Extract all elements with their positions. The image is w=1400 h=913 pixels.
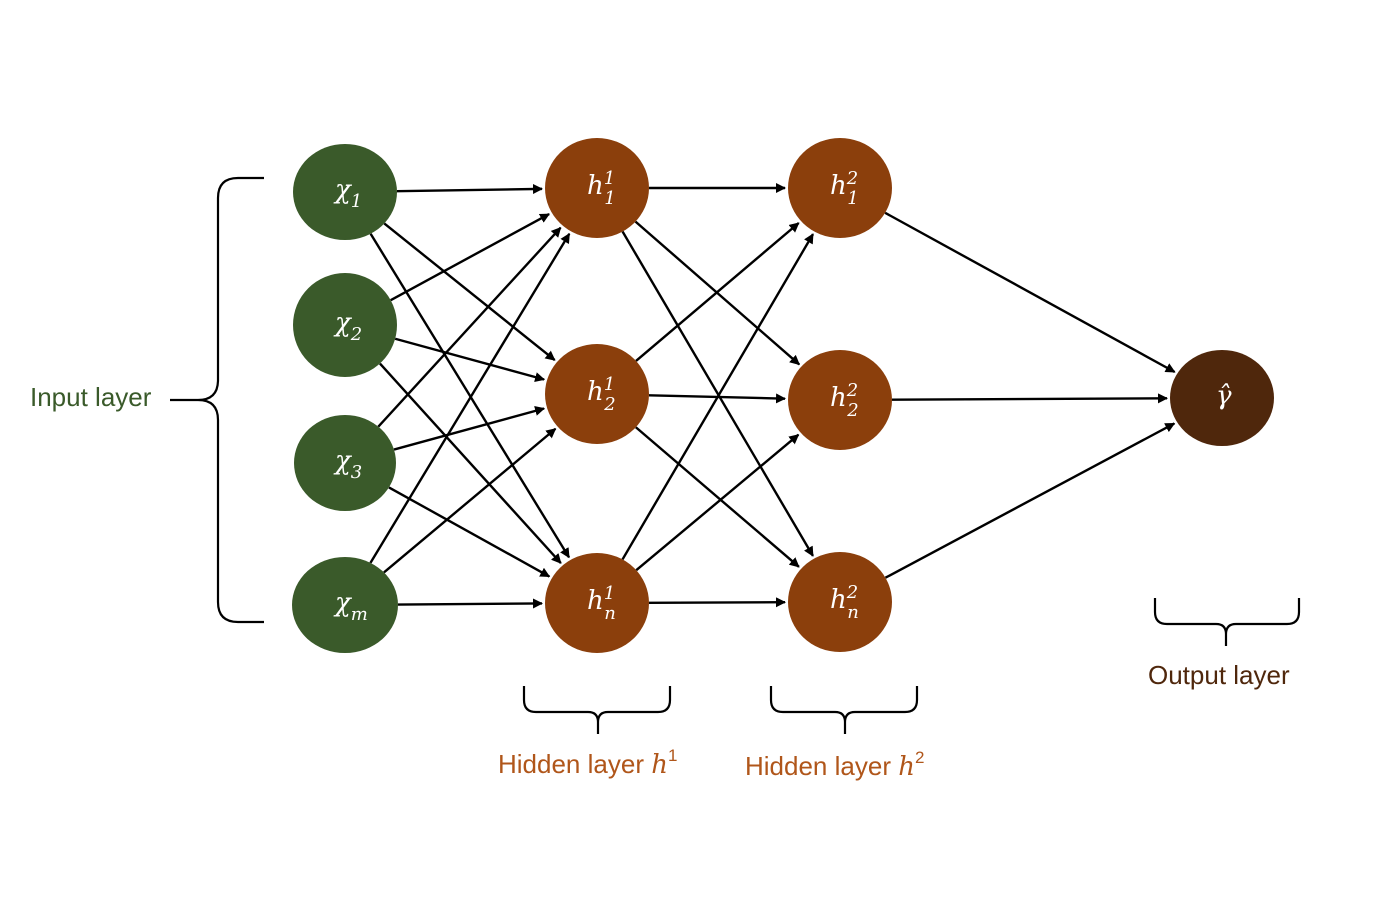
hidden-layer-1-bracket (522, 686, 672, 734)
node-symbol: h (830, 383, 847, 413)
edge-input-1-to-hidden1-3 (369, 233, 571, 559)
input-node-label: χm (333, 588, 368, 625)
hidden-layer-1-caption-symbol: h (651, 750, 668, 780)
edge-hidden2-1-to-output-1 (884, 211, 1176, 374)
node-superscript: 1 (604, 583, 615, 604)
edge-input-2-to-hidden1-3 (379, 362, 562, 564)
node-symbol: h (587, 171, 604, 201)
edge-hidden1-3-to-hidden2-3 (648, 597, 787, 608)
input-node-2: χ2 (293, 273, 397, 377)
edge-hidden1-3-to-hidden2-1 (621, 233, 815, 561)
node-subscript: 1 (847, 188, 858, 209)
node-subscript: n (847, 602, 859, 623)
input-node-label: χ2 (333, 308, 362, 345)
edge-hidden1-3-to-hidden2-2 (635, 433, 800, 572)
edge-input-1-to-hidden1-1 (396, 184, 544, 195)
node-subscript: 2 (603, 394, 615, 415)
node-subscript: 3 (351, 462, 362, 483)
hidden2-node-circle (788, 350, 892, 450)
hidden1-node-circle (545, 344, 649, 444)
edge-input-4-to-hidden1-1 (369, 232, 571, 564)
node-symbol: h (830, 171, 847, 201)
edge-hidden2-3-to-output-1 (884, 422, 1176, 579)
hidden-layer-2-caption-superscript: 2 (915, 748, 924, 767)
input-node-3: χ3 (294, 415, 396, 511)
edge-input-2-to-hidden1-1 (390, 212, 550, 302)
node-symbol: h (587, 377, 604, 407)
edge-input-3-to-hidden1-1 (377, 226, 562, 428)
input-node-circle (293, 273, 397, 377)
node-symbol: γ̂ (1216, 381, 1232, 411)
hidden-layer-2-caption: Hidden layer h2 (745, 748, 924, 782)
connections (369, 183, 1176, 609)
node-symbol: χ (333, 175, 353, 205)
hidden2-node-circle (788, 552, 892, 652)
hidden-layer-2-bracket (769, 686, 919, 734)
node-subscript: 1 (351, 191, 362, 212)
input-node-circle (294, 415, 396, 511)
hidden-layer-1-caption: Hidden layer h1 (498, 746, 677, 780)
node-symbol: χ (333, 446, 353, 476)
input-node-circle (292, 557, 398, 653)
edge-input-1-to-hidden1-2 (383, 222, 556, 362)
node-symbol: χ (333, 308, 353, 338)
output-layer-caption: Output layer (1148, 660, 1290, 690)
edge-hidden2-2-to-output-1 (891, 393, 1169, 404)
edge-input-3-to-hidden1-2 (393, 406, 546, 451)
input-node-label: χ1 (333, 175, 362, 212)
node-superscript: 2 (846, 380, 858, 401)
output-node-label: γ̂ (1216, 381, 1232, 411)
node-subscript: m (351, 604, 368, 625)
node-superscript: 1 (604, 374, 615, 395)
edge-input-3-to-hidden1-3 (388, 486, 551, 578)
hidden1-node-circle (545, 553, 649, 653)
edge-hidden1-2-to-hidden2-1 (635, 222, 800, 362)
input-node-label: χ3 (333, 446, 362, 483)
input-node-circle (293, 144, 397, 240)
input-node-1: χ1 (293, 144, 397, 240)
node-superscript: 1 (604, 168, 615, 189)
node-subscript: n (604, 603, 616, 624)
node-symbol: h (587, 586, 604, 616)
output-layer-bracket (1153, 598, 1301, 646)
hidden-layer-1-caption-superscript: 1 (668, 746, 677, 765)
edge-input-2-to-hidden1-2 (394, 337, 546, 382)
node-superscript: 2 (846, 582, 858, 603)
edge-input-4-to-hidden1-3 (397, 598, 544, 609)
hidden-layer-2-caption-symbol: h (898, 752, 915, 782)
hidden-layer-2-caption-text: Hidden layer (745, 751, 898, 781)
edge-hidden1-2-to-hidden2-3 (635, 426, 800, 568)
node-symbol: h (830, 585, 847, 615)
node-subscript: 1 (604, 188, 615, 209)
node-subscript: 2 (350, 324, 362, 345)
output-node-circle (1170, 350, 1274, 446)
input-node-4: χm (292, 557, 398, 653)
input-layer-bracket (170, 176, 264, 624)
edge-input-4-to-hidden1-2 (383, 427, 557, 574)
hidden-layer-1-caption-text: Hidden layer (498, 749, 651, 779)
input-layer-caption: Input layer (30, 382, 152, 412)
node-superscript: 2 (846, 168, 858, 189)
edge-hidden1-1-to-hidden2-3 (621, 230, 814, 557)
hidden2-node-circle (788, 138, 892, 238)
hidden1-node-circle (545, 138, 649, 238)
node-subscript: 2 (846, 400, 858, 421)
output-node-1: γ̂ (1170, 350, 1274, 446)
node-symbol: χ (333, 588, 353, 618)
